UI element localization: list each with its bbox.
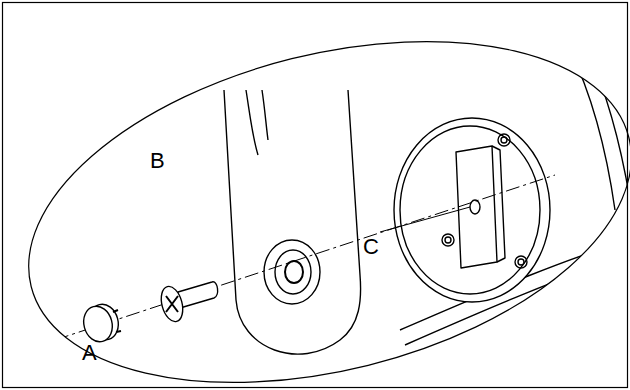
frame bbox=[3, 3, 628, 388]
arm-hole bbox=[285, 261, 303, 283]
disc-screw bbox=[442, 234, 454, 246]
mount-disc bbox=[394, 118, 550, 302]
cap-tab bbox=[113, 310, 121, 332]
housing-edge bbox=[540, 0, 615, 210]
arm-groove bbox=[246, 90, 258, 155]
screw-head bbox=[158, 284, 187, 324]
disc-screw bbox=[498, 134, 510, 146]
square-hub-side bbox=[492, 146, 505, 262]
leader-line bbox=[380, 207, 470, 232]
housing-edge bbox=[560, 0, 630, 200]
part-letter: B bbox=[150, 150, 165, 172]
disc-screw bbox=[445, 237, 451, 243]
arm-groove bbox=[262, 90, 268, 140]
disc-screw bbox=[501, 137, 507, 143]
arm-boss bbox=[264, 240, 320, 304]
square-hub bbox=[456, 146, 497, 268]
disc-screw bbox=[515, 256, 527, 268]
part-letter: C bbox=[363, 236, 379, 258]
arm-hole bbox=[275, 250, 311, 294]
arm bbox=[224, 90, 361, 354]
axis-line bbox=[55, 175, 555, 340]
screw-shaft bbox=[178, 282, 218, 308]
screw-cross bbox=[166, 296, 178, 312]
mount-disc-ring bbox=[400, 126, 540, 294]
cover-cap bbox=[80, 303, 116, 345]
part-letter: A bbox=[82, 342, 97, 364]
disc-screw bbox=[518, 259, 524, 265]
